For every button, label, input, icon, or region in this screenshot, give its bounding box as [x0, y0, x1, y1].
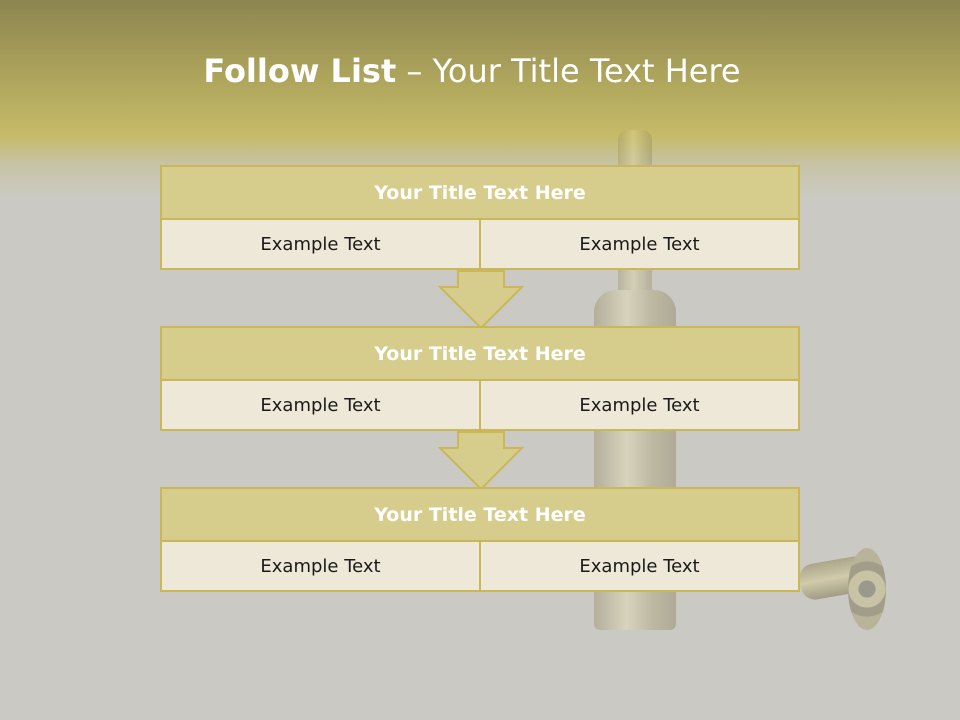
shell-rim [848, 548, 886, 630]
block-cell-right: Example Text [481, 542, 800, 592]
down-arrow-icon [438, 270, 524, 330]
block-cell-right: Example Text [481, 381, 800, 431]
list-block-3: Your Title Text Here Example Text Exampl… [160, 487, 800, 592]
block-cell-left: Example Text [160, 381, 481, 431]
list-block-2: Your Title Text Here Example Text Exampl… [160, 326, 800, 431]
block-row: Example Text Example Text [160, 542, 800, 592]
block-cell-right: Example Text [481, 220, 800, 270]
block-row: Example Text Example Text [160, 381, 800, 431]
block-row: Example Text Example Text [160, 220, 800, 270]
down-arrow-icon [438, 431, 524, 491]
slide-title-bold: Follow List [203, 52, 397, 90]
shell-decoration [797, 540, 890, 640]
block-title: Your Title Text Here [160, 165, 800, 220]
block-cell-left: Example Text [160, 220, 481, 270]
block-title: Your Title Text Here [160, 487, 800, 542]
slide-title-rest: – Your Title Text Here [396, 52, 741, 90]
block-title: Your Title Text Here [160, 326, 800, 381]
list-block-1: Your Title Text Here Example Text Exampl… [160, 165, 800, 270]
slide-title: Follow List – Your Title Text Here [0, 52, 944, 90]
block-cell-left: Example Text [160, 542, 481, 592]
